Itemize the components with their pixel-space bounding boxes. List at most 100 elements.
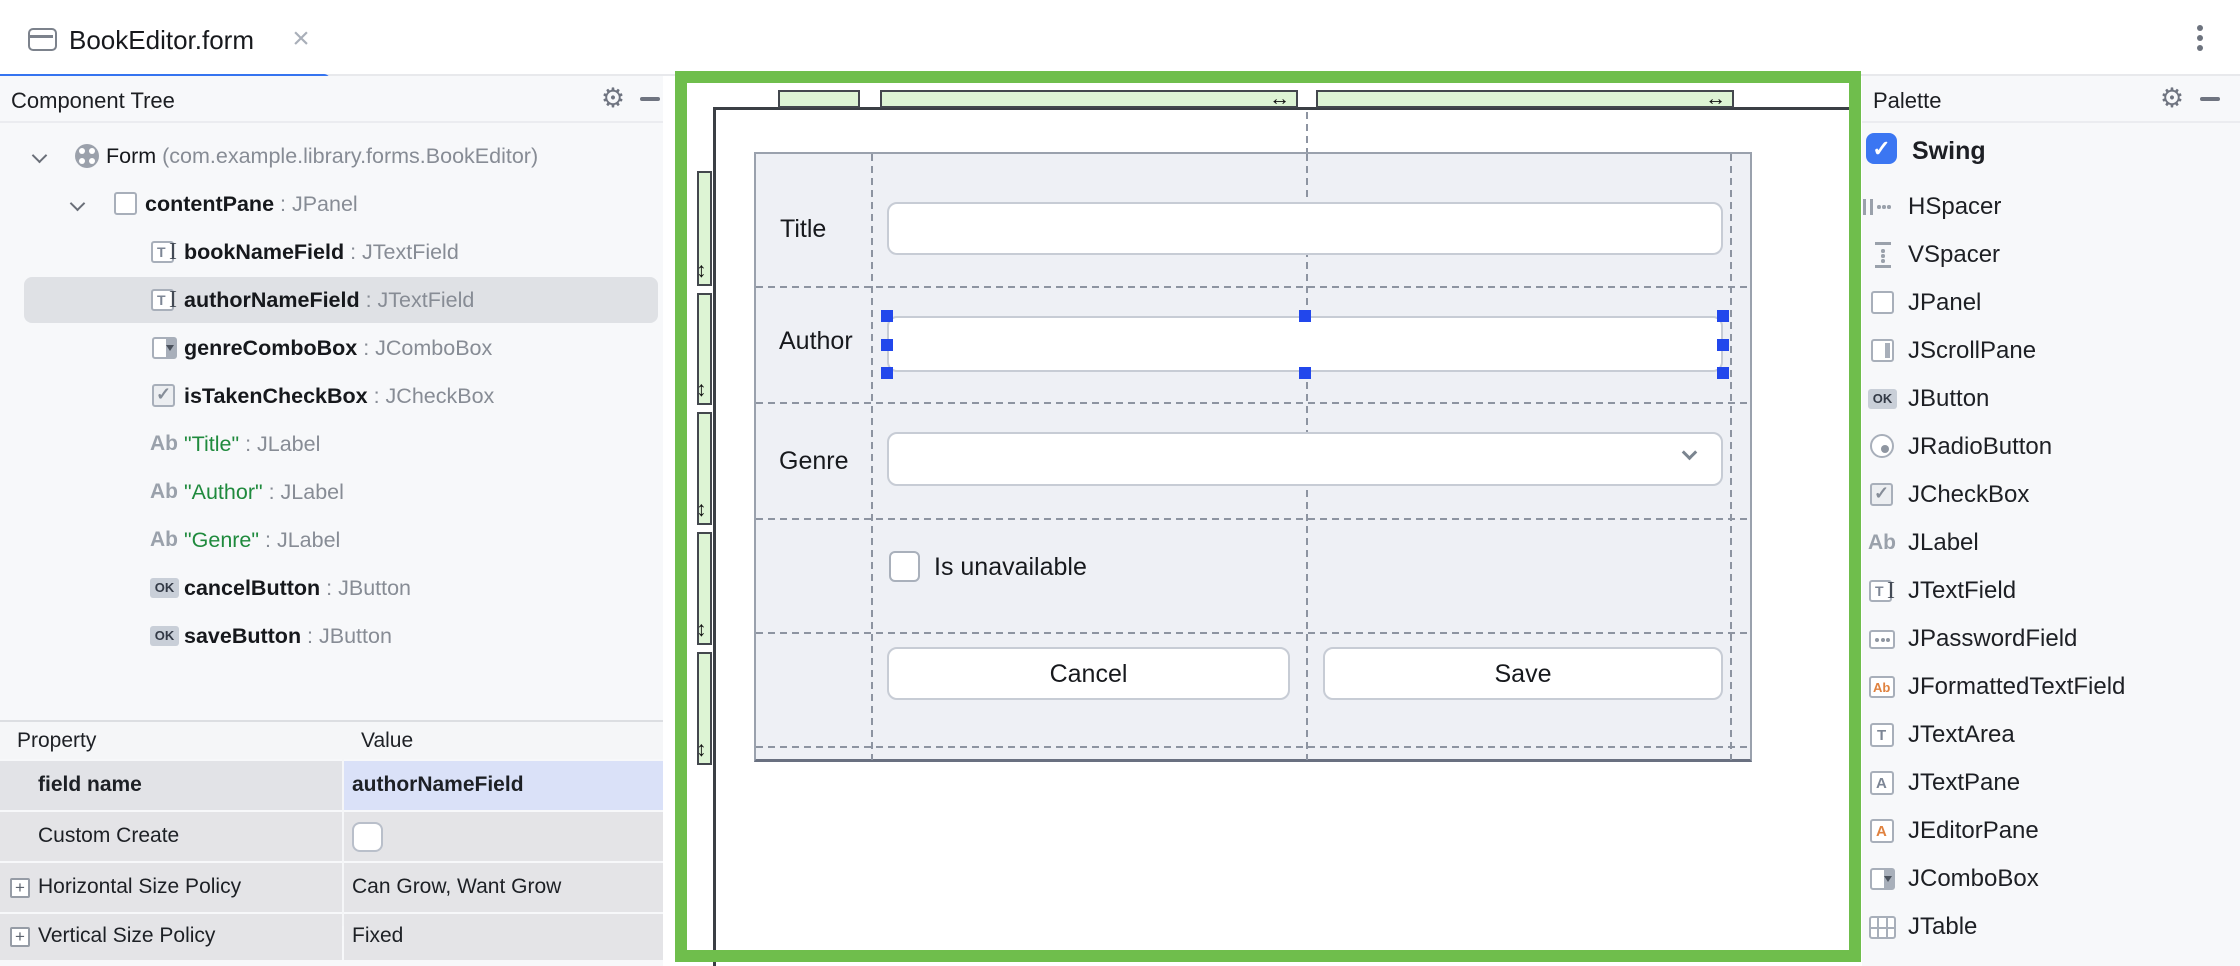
property-value-cell[interactable] (344, 812, 675, 861)
property-value-cell[interactable]: authorNameField (344, 761, 675, 810)
palette-item-jpasswordfield[interactable]: JPasswordField (1862, 615, 2240, 663)
selection-handle[interactable] (881, 367, 893, 379)
grid-row-header-1[interactable]: ↕ (696, 171, 712, 286)
selection-handle[interactable] (1717, 367, 1729, 379)
selection-handle[interactable] (881, 339, 893, 351)
property-row-horizontal-size-policy[interactable]: + Horizontal Size Policy Can Grow, Want Gr… (0, 863, 675, 912)
property-row-custom-create[interactable]: Custom Create (0, 812, 675, 861)
grid-column-header-3[interactable]: ↔ (1316, 87, 1734, 110)
palette-item-jscrollpane[interactable]: JScrollPane (1862, 327, 2240, 375)
grid-row-header-4[interactable]: ↕ (696, 532, 712, 645)
palette-group-swing[interactable]: ✓ Swing (1862, 127, 2240, 175)
chevron-down-icon[interactable] (31, 147, 48, 165)
save-button[interactable]: Save (1323, 647, 1723, 700)
palette-header: Palette ⚙ (1862, 76, 2240, 123)
cancel-button[interactable]: Cancel (887, 647, 1290, 700)
property-column-header: Property (17, 729, 97, 752)
palette-item-vspacer[interactable]: VSpacer (1862, 231, 2240, 279)
chevron-down-icon[interactable] (1681, 444, 1699, 462)
genre-combobox[interactable] (887, 432, 1723, 486)
selection-handle[interactable] (1717, 310, 1729, 322)
property-value-cell[interactable]: Fixed (344, 914, 675, 960)
grid-column-header-1[interactable] (778, 90, 860, 108)
grid-row-header-2[interactable]: ↕ (696, 293, 712, 405)
resize-vertical-icon[interactable]: ↕ (696, 498, 707, 521)
tree-item-author[interactable]: Ab"Author" : JLabel (0, 468, 675, 516)
author-label[interactable]: Author (779, 327, 853, 355)
tree-item-genrecombobox[interactable]: genreComboBox : JComboBox (0, 324, 675, 372)
selection-handle[interactable] (1299, 367, 1311, 379)
title-label[interactable]: Title (780, 215, 827, 243)
tree-item-label: isTakenCheckBox : JCheckBox (184, 384, 495, 408)
tree-item-label: genreComboBox : JComboBox (184, 336, 493, 360)
tab-title[interactable]: BookEditor.form (69, 25, 254, 55)
tree-item-label: "Genre" : JLabel (184, 528, 341, 552)
palette-item-jradiobutton[interactable]: JRadioButton (1862, 423, 2240, 471)
expand-icon[interactable]: + (10, 927, 30, 947)
palette-item-hspacer[interactable]: HSpacer (1862, 183, 2240, 231)
minimize-icon[interactable] (640, 97, 660, 101)
tree-item-title[interactable]: Ab"Title" : JLabel (0, 420, 675, 468)
tree-item-contentpane[interactable]: contentPane : JPanel (0, 180, 675, 228)
book-name-field[interactable] (887, 202, 1723, 255)
gear-icon[interactable]: ⚙ (600, 83, 626, 113)
close-icon[interactable]: × (292, 22, 310, 55)
property-value: authorNameField (352, 772, 524, 796)
grid-line (756, 286, 1750, 288)
is-unavailable-label[interactable]: Is unavailable (934, 553, 1087, 581)
tree-item-form[interactable]: Form (com.example.library.forms.BookEdit… (0, 132, 675, 180)
tree-item-genre[interactable]: Ab"Genre" : JLabel (0, 516, 675, 564)
value-column-header: Value (361, 729, 414, 752)
resize-vertical-icon[interactable]: ↕ (696, 618, 707, 641)
resize-vertical-icon[interactable]: ↕ (696, 259, 707, 282)
property-label: Horizontal Size Policy (38, 874, 242, 898)
selection-handle[interactable] (881, 310, 893, 322)
expand-icon[interactable]: + (10, 877, 30, 898)
property-column-divider (342, 726, 344, 926)
resize-horizontal-icon[interactable]: ↔ (1269, 87, 1290, 110)
author-name-field-selected[interactable] (887, 316, 1723, 372)
selection-handle[interactable] (1717, 339, 1729, 351)
selection-handle[interactable] (1299, 310, 1311, 322)
tree-item-label: bookNameField : JTextField (184, 240, 459, 264)
component-tree-panel: Component Tree ⚙ Form (com.example.libra… (0, 76, 675, 966)
is-taken-checkbox[interactable] (889, 551, 920, 582)
palette-item-jcombobox[interactable]: JComboBox (1862, 855, 2240, 903)
grid-column-header-2[interactable]: ↔ (880, 87, 1298, 110)
resize-vertical-icon[interactable]: ↕ (696, 738, 707, 761)
component-tree-header: Component Tree ⚙ (0, 76, 675, 123)
genre-label[interactable]: Genre (779, 447, 849, 475)
custom-create-checkbox[interactable] (352, 821, 383, 852)
tree-item-label: "Title" : JLabel (184, 432, 321, 456)
grid-row-header-3[interactable]: ↕ (696, 412, 712, 525)
palette-item-jtable[interactable]: JTable (1862, 903, 2240, 951)
resize-vertical-icon[interactable]: ↕ (696, 378, 707, 401)
palette-item-label: JTextArea (1908, 721, 2015, 748)
tree-item-istakencheckbox[interactable]: ✓isTakenCheckBox : JCheckBox (0, 372, 675, 420)
gear-icon[interactable]: ⚙ (2159, 83, 2185, 113)
minimize-icon[interactable] (2200, 97, 2220, 101)
resize-horizontal-icon[interactable]: ↔ (1705, 87, 1726, 110)
checkbox-checked-icon[interactable]: ✓ (1866, 133, 1897, 164)
chevron-down-icon[interactable] (69, 195, 86, 213)
palette-item-partial[interactable] (1862, 951, 2240, 966)
grid-row-header-5[interactable]: ↕ (696, 652, 712, 765)
property-value-cell[interactable]: Can Grow, Want Grow (344, 863, 675, 912)
palette-item-jpanel[interactable]: JPanel (1862, 279, 2240, 327)
palette-item-jcheckbox[interactable]: ✓JCheckBox (1862, 471, 2240, 519)
more-options-icon[interactable] (2196, 25, 2204, 55)
